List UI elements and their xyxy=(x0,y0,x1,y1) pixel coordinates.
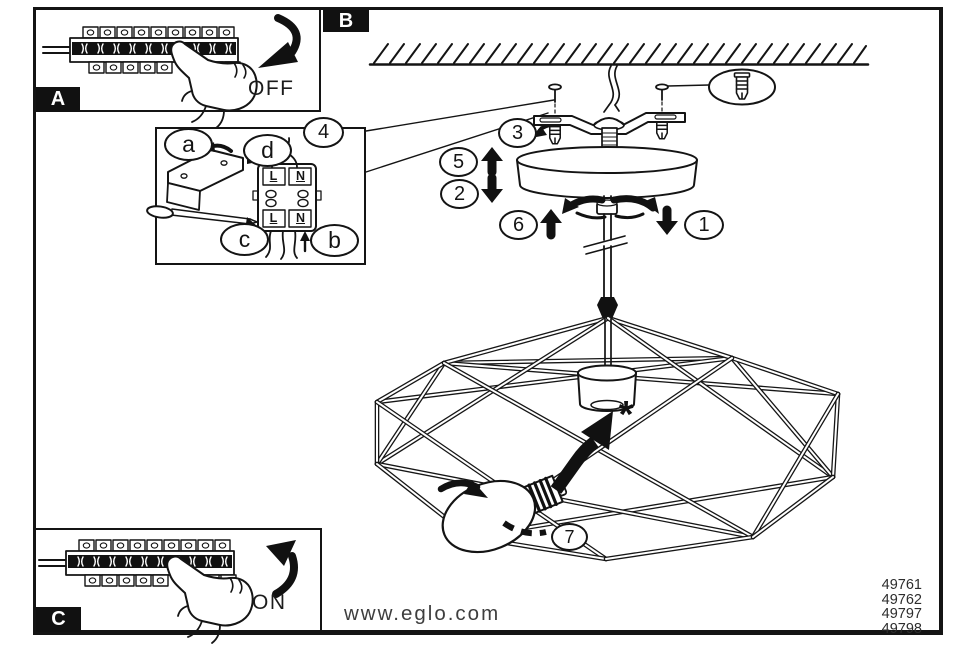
model-numbers: 49761 49762 49797 49798 xyxy=(846,578,922,636)
model-number: 49797 xyxy=(881,606,922,623)
callout-b: b xyxy=(310,224,359,257)
panel-c-region xyxy=(36,528,322,632)
step-circle-3: 3 xyxy=(498,118,537,148)
section-label-c: C xyxy=(36,607,81,632)
callout-a: a xyxy=(164,128,213,161)
switch-on-arrow-icon xyxy=(266,540,298,598)
terminal-block xyxy=(252,163,322,232)
step-circle-4: 4 xyxy=(303,117,344,148)
wiring-inset-region xyxy=(155,127,366,265)
callout-c: c xyxy=(220,223,269,256)
step-circle-6: 6 xyxy=(499,210,538,240)
model-number: 49761 xyxy=(881,577,922,593)
section-label-a: A xyxy=(36,87,80,112)
cord-grip xyxy=(597,297,618,319)
screw-right-icon xyxy=(654,83,670,140)
terminal-top-neutral: N xyxy=(295,169,306,183)
step-circle-5: 5 xyxy=(439,147,478,177)
rotation-arrows-icon xyxy=(562,195,659,220)
canopy xyxy=(516,146,698,199)
switch-off-arrow-icon xyxy=(258,14,301,68)
model-number: 49762 xyxy=(881,591,922,608)
terminal-top-live: L xyxy=(269,169,278,183)
footnote-marker: * xyxy=(618,394,634,436)
wall-plug-callout xyxy=(708,68,776,106)
ceiling-hatch xyxy=(368,43,870,66)
callout-d: d xyxy=(243,134,292,167)
insert-arrow-icon xyxy=(550,411,613,494)
website-url: www.eglo.com xyxy=(344,602,501,625)
light-bulb-icon xyxy=(441,474,568,554)
step-arrows xyxy=(481,147,678,240)
step-circle-1: 1 xyxy=(684,210,724,240)
ceiling-cable xyxy=(603,65,621,113)
screw-left-icon xyxy=(547,83,563,145)
page-frame xyxy=(33,7,943,635)
panel-a-region xyxy=(36,10,321,112)
on-label: ON xyxy=(252,591,287,614)
section-label-b: B xyxy=(323,10,369,32)
step-circle-2: 2 xyxy=(440,179,479,209)
terminal-bottom-neutral: N xyxy=(295,211,306,225)
bulb-rotation-arrows xyxy=(437,479,547,537)
mounting-bracket xyxy=(533,112,686,151)
wiring-cover xyxy=(166,149,244,211)
off-label: OFF xyxy=(248,77,295,100)
step-circle-7: 7 xyxy=(551,523,588,551)
model-number: 49798 xyxy=(881,620,922,637)
terminal-bottom-live: L xyxy=(269,211,278,225)
rod-break-marks xyxy=(583,235,628,255)
lamp-socket xyxy=(577,318,637,412)
